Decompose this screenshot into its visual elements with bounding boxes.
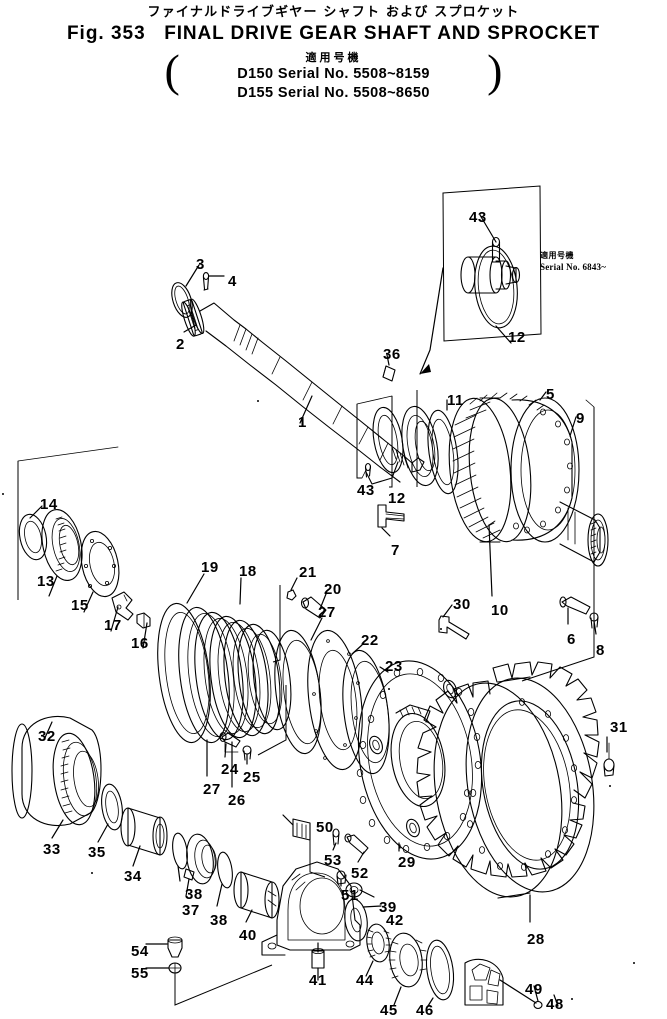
callout-number: 2: [176, 336, 185, 353]
callout-number: 20: [324, 581, 342, 598]
callout-number: 51: [341, 887, 359, 904]
parts-54-55: [145, 936, 273, 1006]
callout-number: 44: [356, 972, 374, 989]
serial-line-d150: D150 Serial No. 5508~8159: [237, 66, 430, 82]
part-28-sprocket: [416, 661, 615, 923]
part-7-bolt: [377, 504, 405, 537]
callout-number: 39: [379, 899, 397, 916]
callout-number: 24: [221, 761, 239, 778]
lower-left-group: [11, 716, 280, 923]
page-header: ファイナルドライブギヤー シャフト および スプロケット Fig. 353 FI…: [0, 0, 667, 103]
callout-number: 40: [239, 927, 257, 944]
part-11-bearing: [427, 399, 459, 495]
callout-number: 30: [453, 596, 471, 613]
callout-number: 11: [447, 392, 464, 409]
callout-number: 12: [508, 329, 526, 346]
callout-number: 49: [525, 981, 543, 998]
bearing-cone-group: [364, 405, 439, 487]
japanese-title: ファイナルドライブギヤー シャフト および スプロケット: [147, 5, 520, 20]
callout-number: 12: [388, 490, 406, 507]
callout-number: 45: [380, 1002, 398, 1019]
callout-number: 37: [182, 902, 200, 919]
inset-note-serial: Serial No. 6843~: [540, 262, 607, 272]
disc-stack: [157, 573, 327, 788]
bearing-housing-group: [261, 861, 382, 981]
callout-number: 35: [88, 844, 106, 861]
applicability-block: ( ) 適用号機 D150 Serial No. 5508~8159 D155 …: [165, 45, 503, 103]
callout-number: 53: [324, 852, 342, 869]
callout-number: 4: [228, 273, 237, 290]
left-bearing-group: [17, 446, 151, 649]
callout-number: 14: [40, 496, 58, 513]
paren-left: (: [164, 45, 180, 96]
callout-number: 13: [37, 573, 55, 590]
callout-number: 17: [104, 617, 122, 634]
callout-number: 27: [203, 781, 221, 798]
paren-right: ): [487, 45, 503, 96]
callout-number: 43: [469, 209, 487, 226]
callout-number: 52: [351, 865, 369, 882]
part-29-hub-flange: [356, 660, 483, 860]
callout-number: 27: [318, 604, 336, 621]
callout-number: 3: [196, 256, 205, 273]
callout-number: 1: [298, 414, 307, 431]
callout-number: 54: [131, 943, 149, 960]
callout-number: 6: [567, 631, 576, 648]
callout-number: 22: [361, 632, 379, 649]
callout-number: 38: [185, 886, 203, 903]
callout-number: 48: [546, 996, 564, 1013]
callout-number: 29: [398, 854, 416, 871]
part-30-bolt: [438, 604, 470, 640]
callout-number: 8: [596, 642, 605, 659]
english-title: FINAL DRIVE GEAR SHAFT AND SPROCKET: [164, 23, 601, 44]
parts-44-45-46: [365, 923, 559, 1010]
callout-number: 26: [228, 792, 246, 809]
callout-number: 18: [239, 563, 257, 580]
callout-number: 36: [383, 346, 401, 363]
callout-number: 10: [491, 602, 509, 619]
callout-number: 46: [416, 1002, 434, 1019]
callout-number: 42: [386, 912, 404, 929]
callout-number: 25: [243, 769, 261, 786]
callout-number: 34: [124, 868, 142, 885]
inset-detail-box: [419, 185, 542, 375]
serial-line-d155: D155 Serial No. 5508~8650: [237, 85, 430, 101]
callout-number: 28: [527, 931, 545, 948]
callout-number: 43: [357, 482, 375, 499]
callout-number: 50: [316, 819, 334, 836]
part-36-key: [382, 354, 396, 382]
applicability-label: 適用号機: [305, 51, 362, 64]
callout-number: 15: [71, 597, 89, 614]
figure-number: Fig. 353: [66, 23, 146, 44]
inset-note-jp: 適用号機: [540, 251, 574, 260]
callout-number: 19: [201, 559, 219, 576]
callout-number: 21: [299, 564, 317, 581]
inset-serial-note: 適用号機 Serial No. 6843~: [540, 250, 650, 273]
part-6-8-bolts: [559, 596, 599, 635]
callout-number: 7: [391, 542, 400, 559]
callout-number: 33: [43, 841, 61, 858]
callout-number: 38: [210, 912, 228, 929]
callout-number: 16: [131, 635, 149, 652]
callout-number: 41: [309, 972, 327, 989]
callout-number: 9: [576, 410, 585, 427]
callout-number: 32: [38, 728, 56, 745]
rings-27-22-23: [274, 617, 390, 775]
callout-number: 55: [131, 965, 149, 982]
page-title: Fig. 353 FINAL DRIVE GEAR SHAFT AND SPRO…: [0, 22, 667, 46]
callout-number: 23: [385, 658, 403, 675]
final-drive-shaft: [171, 264, 425, 483]
callout-number: 5: [546, 386, 555, 403]
callout-number: 31: [610, 719, 628, 736]
